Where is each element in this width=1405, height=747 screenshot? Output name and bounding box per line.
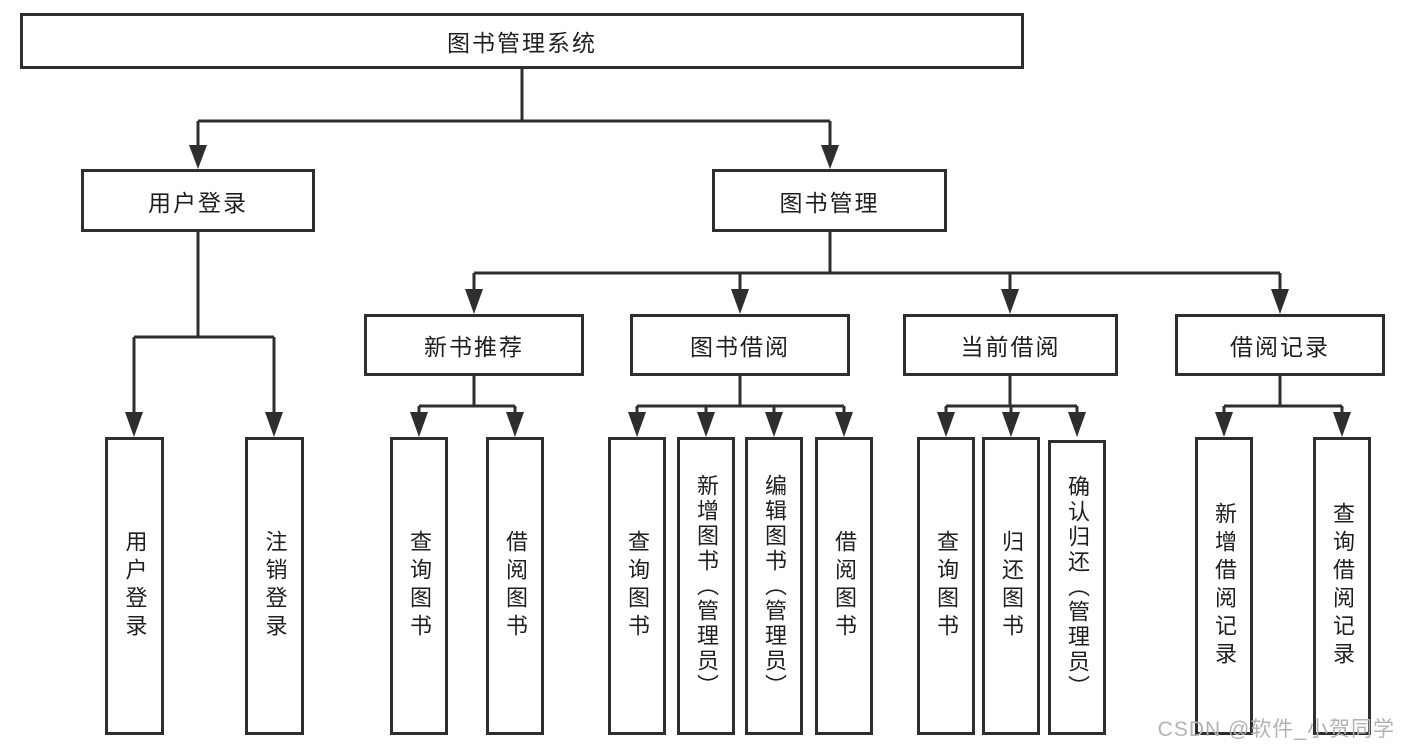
leaf-borrow-query-books-label: 查询图书 xyxy=(625,530,650,642)
connector-book-borrow-tree xyxy=(628,376,853,437)
node-borrow-records-label: 借阅记录 xyxy=(1230,334,1330,360)
leaf-return-book: 归还图书 xyxy=(982,437,1040,735)
leaf-confirm-return-admin-label: 确认归还（管理员） xyxy=(1065,475,1090,700)
node-book-borrow-label: 图书借阅 xyxy=(690,334,790,360)
leaf-recommend-query-books-label: 查询图书 xyxy=(407,530,432,642)
connector-borrow-records-tree xyxy=(1215,376,1351,437)
leaf-edit-book-admin-label: 编辑图书（管理员） xyxy=(762,473,787,699)
connector-book-management-tree xyxy=(465,232,1289,314)
leaf-add-book-admin-label: 新增图书（管理员） xyxy=(694,473,719,699)
connector-root-tree xyxy=(189,69,839,169)
leaf-query-borrow-record: 查询借阅记录 xyxy=(1313,437,1371,735)
node-book-borrow: 图书借阅 xyxy=(630,314,850,376)
leaf-current-query-books-label: 查询图书 xyxy=(934,530,959,642)
leaf-user-login: 用户登录 xyxy=(105,437,164,735)
leaf-add-borrow-record-label: 新增借阅记录 xyxy=(1212,502,1237,670)
leaf-confirm-return-admin: 确认归还（管理员） xyxy=(1048,440,1106,735)
leaf-edit-book-admin: 编辑图书（管理员） xyxy=(745,437,803,735)
leaf-recommend-borrow-books-label: 借阅图书 xyxy=(503,530,528,642)
leaf-borrow-borrow-books-label: 借阅图书 xyxy=(832,530,857,642)
node-current-borrow-label: 当前借阅 xyxy=(960,334,1061,360)
node-user-login: 用户登录 xyxy=(81,169,315,232)
leaf-add-book-admin: 新增图书（管理员） xyxy=(677,437,735,735)
node-user-login-label: 用户登录 xyxy=(148,189,248,216)
node-new-book-recommend-label: 新书推荐 xyxy=(424,334,524,360)
node-new-book-recommend: 新书推荐 xyxy=(364,314,584,376)
leaf-return-book-label: 归还图书 xyxy=(999,530,1024,642)
connector-current-borrow-tree xyxy=(937,376,1086,437)
leaf-current-query-books: 查询图书 xyxy=(917,437,975,735)
leaf-recommend-borrow-books: 借阅图书 xyxy=(486,437,544,735)
leaf-logout: 注销登录 xyxy=(245,437,304,735)
leaf-borrow-query-books: 查询图书 xyxy=(608,437,666,735)
leaf-user-login-label: 用户登录 xyxy=(122,530,148,642)
leaf-recommend-query-books: 查询图书 xyxy=(390,437,448,735)
node-root: 图书管理系统 xyxy=(20,13,1024,69)
leaf-borrow-borrow-books: 借阅图书 xyxy=(815,437,873,735)
connector-user-login-tree xyxy=(125,232,283,437)
node-book-management: 图书管理 xyxy=(712,169,947,232)
connector-new-book-recommend-tree xyxy=(410,376,524,437)
leaf-add-borrow-record: 新增借阅记录 xyxy=(1195,437,1253,735)
leaf-logout-label: 注销登录 xyxy=(262,530,288,642)
leaf-query-borrow-record-label: 查询借阅记录 xyxy=(1330,502,1355,670)
node-book-management-label: 图书管理 xyxy=(779,189,880,216)
node-borrow-records: 借阅记录 xyxy=(1175,314,1385,376)
node-current-borrow: 当前借阅 xyxy=(903,314,1118,376)
node-root-label: 图书管理系统 xyxy=(447,30,597,56)
